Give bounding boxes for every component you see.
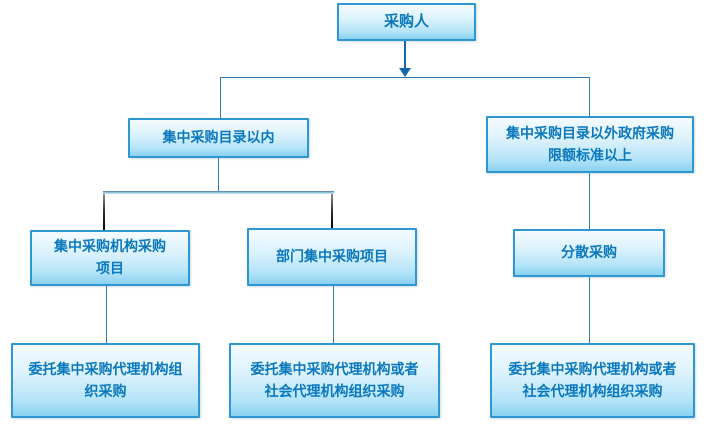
connector-to-departmental	[331, 194, 333, 228]
connector-to-centralized-agency	[103, 194, 105, 230]
node-outside-catalog: 集中采购目录以外政府采购 限额标准以上	[486, 116, 694, 173]
connector-within-catalog-stem	[218, 158, 219, 191]
node-entrust-centralized: 委托集中采购代理机构组 织采购	[11, 343, 200, 418]
node-decentralized: 分散采购	[513, 229, 665, 277]
node-purchaser: 采购人	[337, 3, 476, 41]
arrow-down-icon	[399, 68, 411, 77]
node-within-catalog: 集中采购目录以内	[128, 118, 309, 158]
node-entrust-centralized-or-social-2: 委托集中采购代理机构或者 社会代理机构组织采购	[490, 343, 695, 418]
node-departmental-projects: 部门集中采购项目	[247, 228, 417, 286]
node-entrust-centralized-or-social-1: 委托集中采购代理机构或者 社会代理机构组织采购	[229, 343, 440, 418]
connector-level1-rail	[220, 77, 590, 78]
connector-outside-to-decentralized	[589, 173, 590, 229]
connector-level2-rail	[103, 191, 334, 194]
node-centralized-agency-projects: 集中采购机构采购 项目	[30, 230, 190, 286]
connector-to-within-catalog	[220, 78, 221, 118]
connector-purchaser-shaft	[404, 41, 406, 68]
connector-departmental-to-entrust	[333, 286, 334, 343]
connector-agency-to-entrust	[106, 286, 107, 343]
connector-decentralized-to-entrust	[589, 277, 590, 343]
connector-to-outside-catalog	[589, 78, 590, 116]
